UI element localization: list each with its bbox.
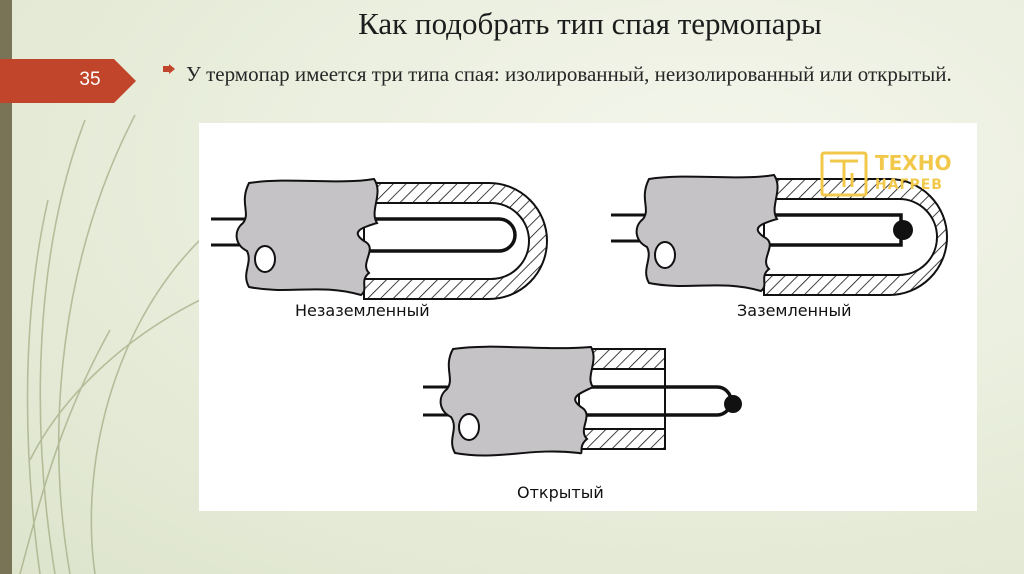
logo-text-techno: ТЕХНО [875, 151, 952, 175]
left-accent-bar [0, 0, 12, 574]
arrow-bullet-icon [163, 64, 175, 74]
ungrounded-junction-diagram [211, 177, 548, 300]
label-exposed: Открытый [517, 483, 604, 502]
slide-title: Как подобрать тип спая термопары [358, 6, 822, 41]
bullet-text: У термопар имеется три типа спая: изолир… [186, 62, 952, 86]
slide-number: 35 [79, 69, 101, 90]
slide-number-badge [0, 59, 136, 103]
logo-text-nagrev: НАГРЕВ [875, 177, 943, 193]
label-grounded: Заземленный [737, 301, 852, 320]
label-ungrounded: Незаземленный [295, 301, 430, 320]
exposed-junction-diagram [423, 345, 742, 457]
decorative-curves [19, 114, 200, 574]
tn-logo-icon [820, 151, 868, 197]
grounded-junction-diagram [611, 173, 948, 296]
thermocouple-junction-figure: Незаземленный Заземленный Открытый ТЕХНО… [199, 123, 977, 511]
